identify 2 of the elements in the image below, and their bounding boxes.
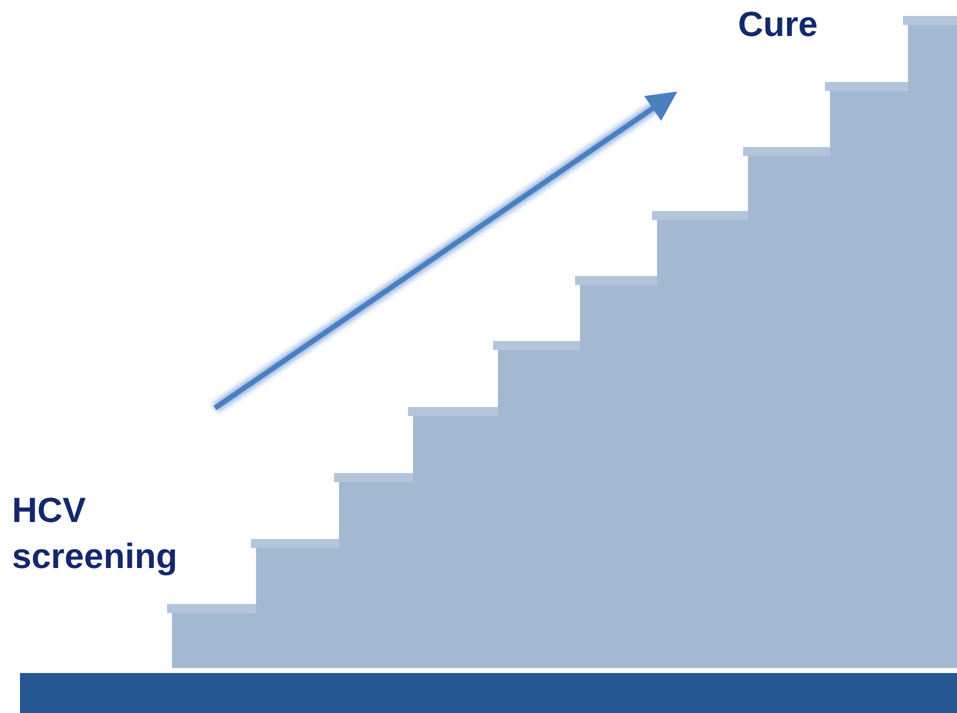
stage-label: Cure (738, 4, 819, 46)
stage-label: HCV screening (12, 490, 178, 578)
